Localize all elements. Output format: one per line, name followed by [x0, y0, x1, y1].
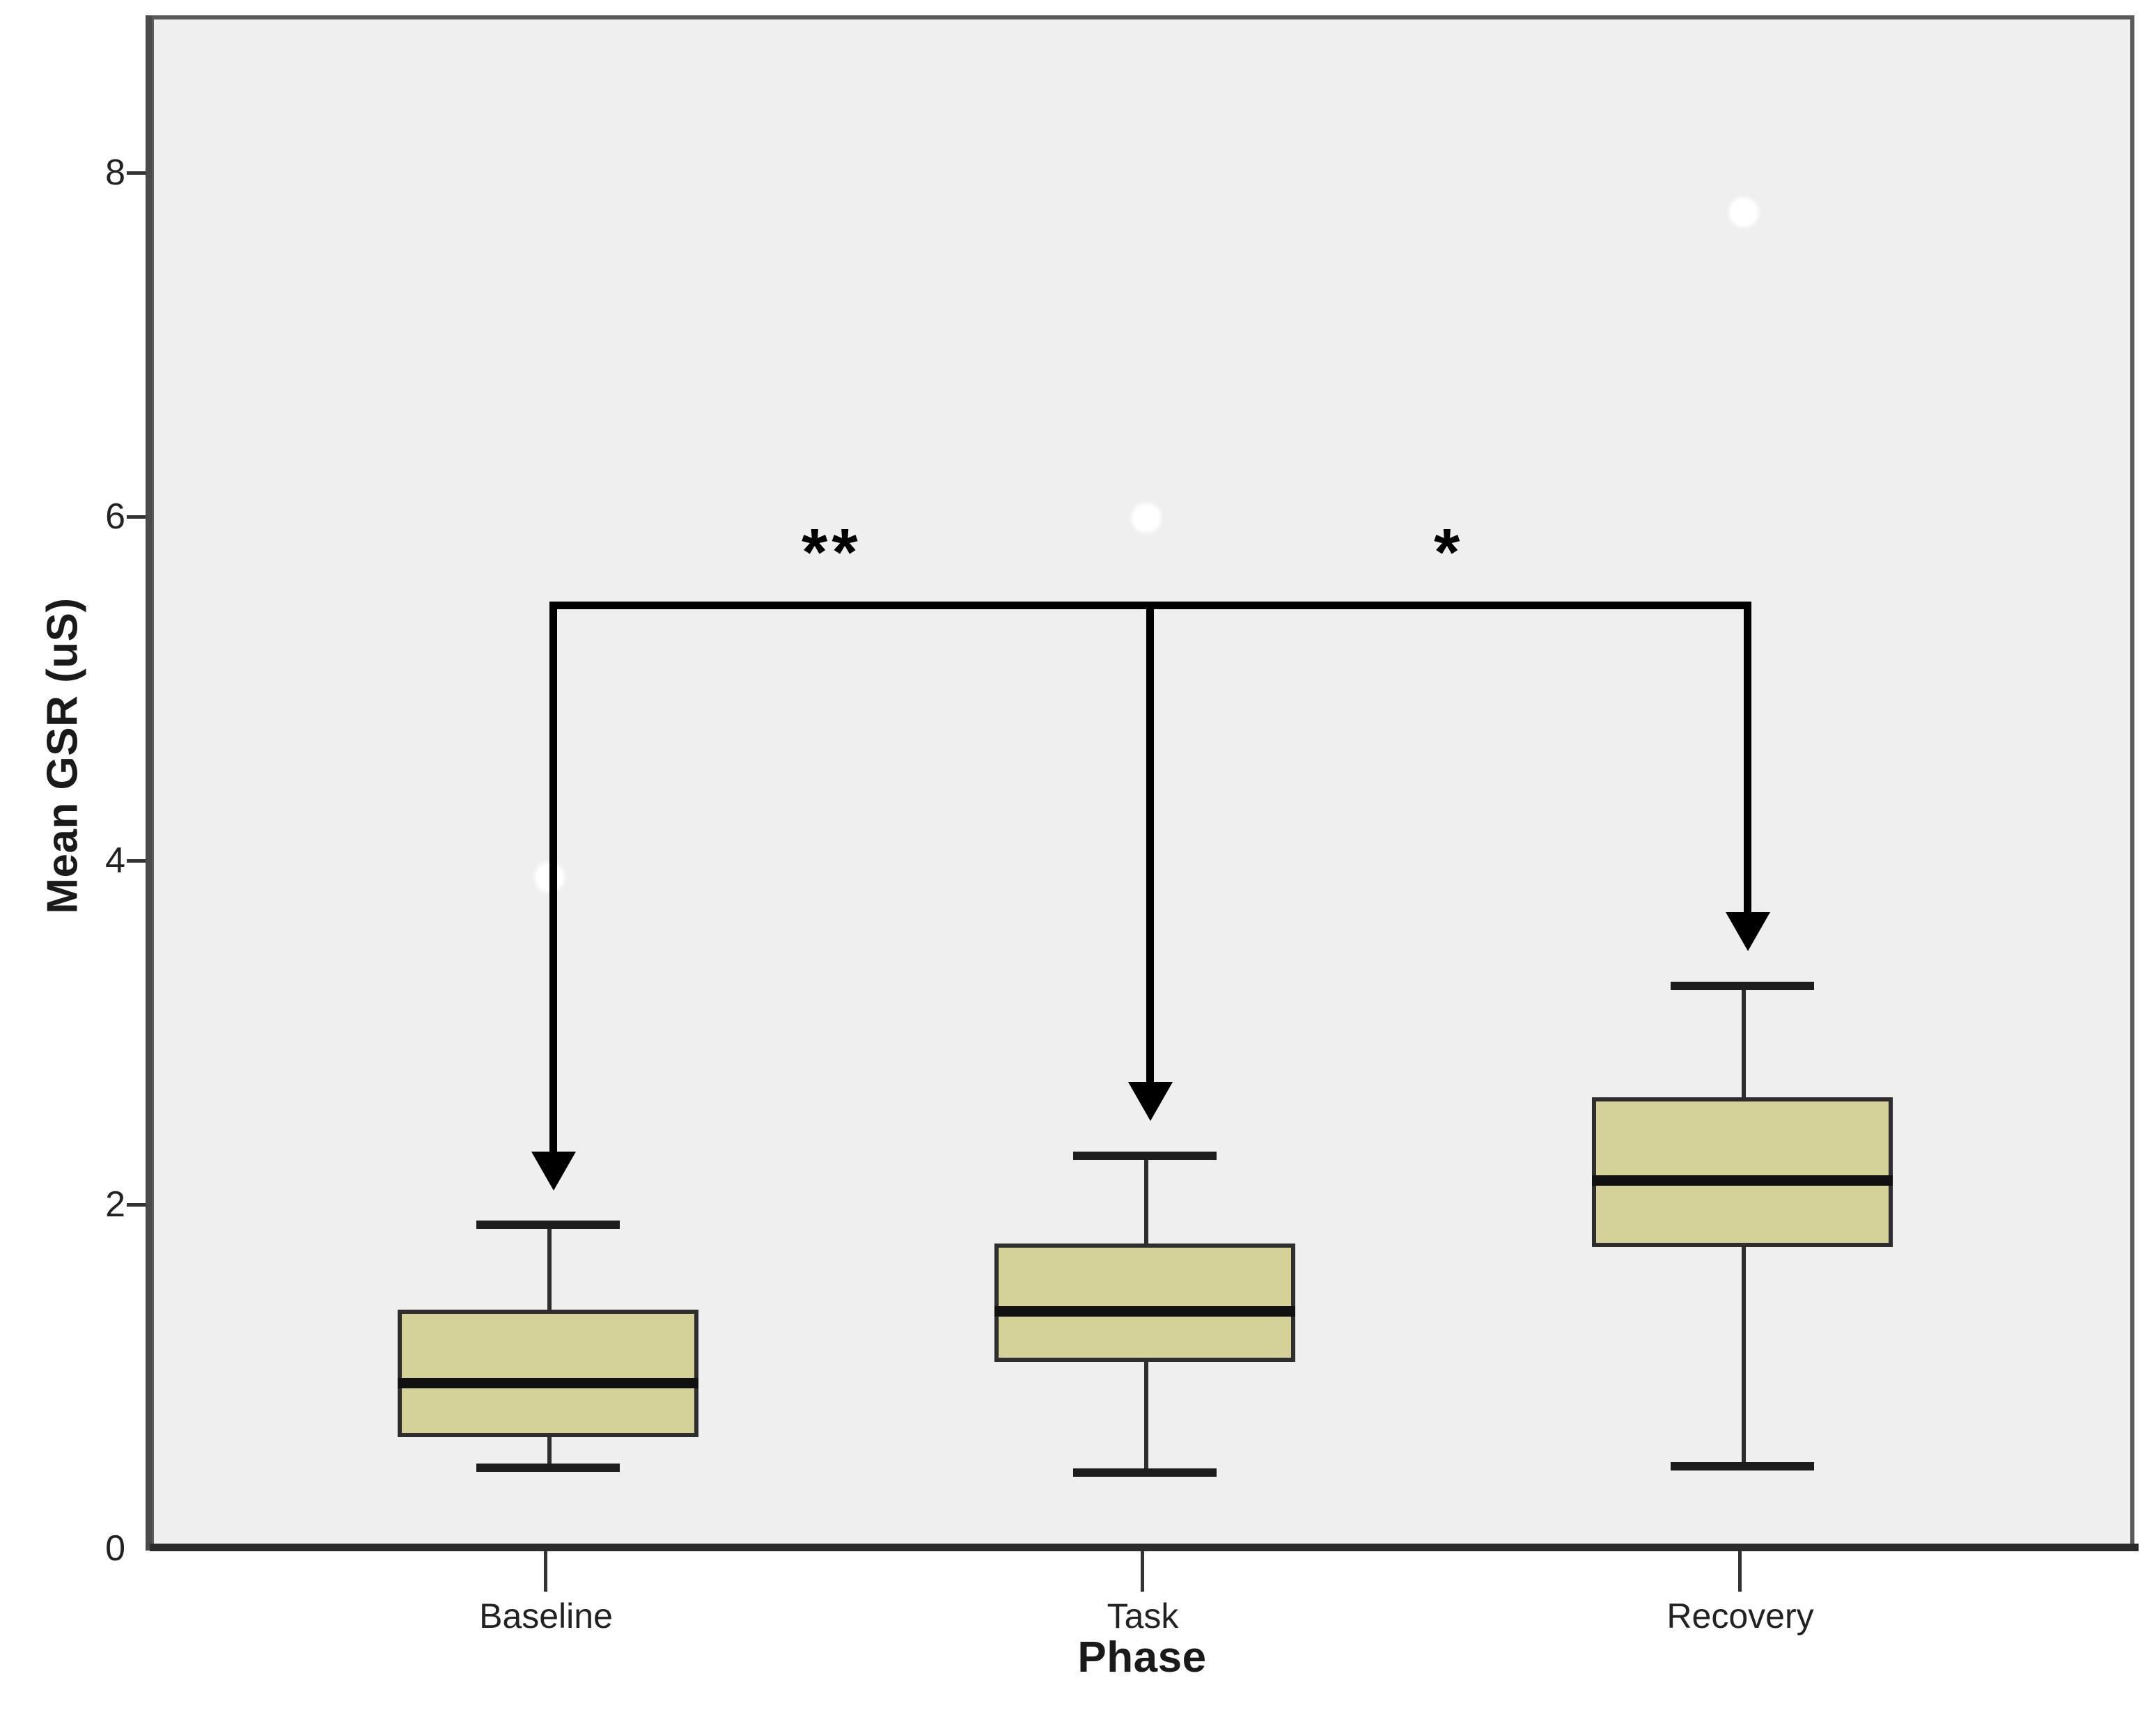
plot-area: ** * [150, 15, 2134, 1548]
baseline-upper-whisker-cap [476, 1221, 620, 1229]
significance-arrow-stem-task [1146, 602, 1154, 1082]
baseline-median-line [398, 1378, 698, 1388]
task-upper-whisker-cap [1073, 1152, 1217, 1160]
y-axis-title: Mean GSR (uS) [38, 597, 87, 914]
y-tick-label-4: 4 [105, 840, 125, 881]
y-tick-mark-2 [127, 1203, 150, 1207]
significance-arrow-stem-recovery [1744, 602, 1751, 912]
recovery-median-line [1592, 1175, 1893, 1186]
x-axis-spine [150, 1544, 2139, 1551]
recovery-lower-whisker-cap [1671, 1462, 1814, 1470]
task-lower-whisker [1144, 1362, 1148, 1473]
significance-arrow-head-baseline [531, 1152, 576, 1191]
baseline-lower-whisker [547, 1437, 552, 1468]
significance-bracket-line-right [1146, 602, 1747, 609]
x-tick-label-task: Task [1107, 1597, 1179, 1636]
significance-arrow-head-task [1128, 1082, 1173, 1121]
task-upper-whisker [1144, 1156, 1148, 1244]
significance-arrow-stem-baseline [549, 602, 557, 1152]
recovery-outlier-point [1731, 199, 1757, 226]
task-outlier-point [1133, 505, 1159, 531]
significance-bracket-line-left [549, 602, 1150, 609]
task-box [994, 1244, 1295, 1362]
x-tick-label-recovery: Recovery [1666, 1597, 1814, 1636]
recovery-upper-whisker [1742, 986, 1746, 1097]
baseline-upper-whisker [547, 1225, 552, 1310]
x-tick-mark-baseline [544, 1551, 547, 1592]
significance-marker-baseline-task: ** [802, 515, 862, 590]
task-lower-whisker-cap [1073, 1468, 1217, 1477]
y-tick-mark-8 [127, 171, 150, 175]
x-tick-mark-recovery [1738, 1551, 1742, 1592]
y-tick-mark-4 [127, 859, 150, 863]
y-tick-mark-6 [127, 515, 150, 519]
x-tick-mark-task [1141, 1551, 1144, 1592]
x-axis-title: Phase [1077, 1633, 1207, 1681]
task-median-line [994, 1306, 1295, 1317]
significance-arrow-head-recovery [1726, 912, 1770, 951]
baseline-lower-whisker-cap [476, 1464, 620, 1472]
baseline-box [398, 1310, 698, 1437]
y-tick-label-6: 6 [105, 496, 125, 537]
recovery-lower-whisker [1742, 1247, 1746, 1466]
y-tick-label-2: 2 [105, 1184, 125, 1225]
recovery-box [1592, 1097, 1893, 1247]
y-axis-spine [146, 15, 152, 1551]
y-tick-label-0: 0 [105, 1528, 125, 1569]
x-tick-label-baseline: Baseline [479, 1597, 613, 1636]
y-tick-label-8: 8 [105, 152, 125, 193]
recovery-upper-whisker-cap [1671, 982, 1814, 990]
significance-marker-task-recovery: * [1434, 515, 1464, 590]
